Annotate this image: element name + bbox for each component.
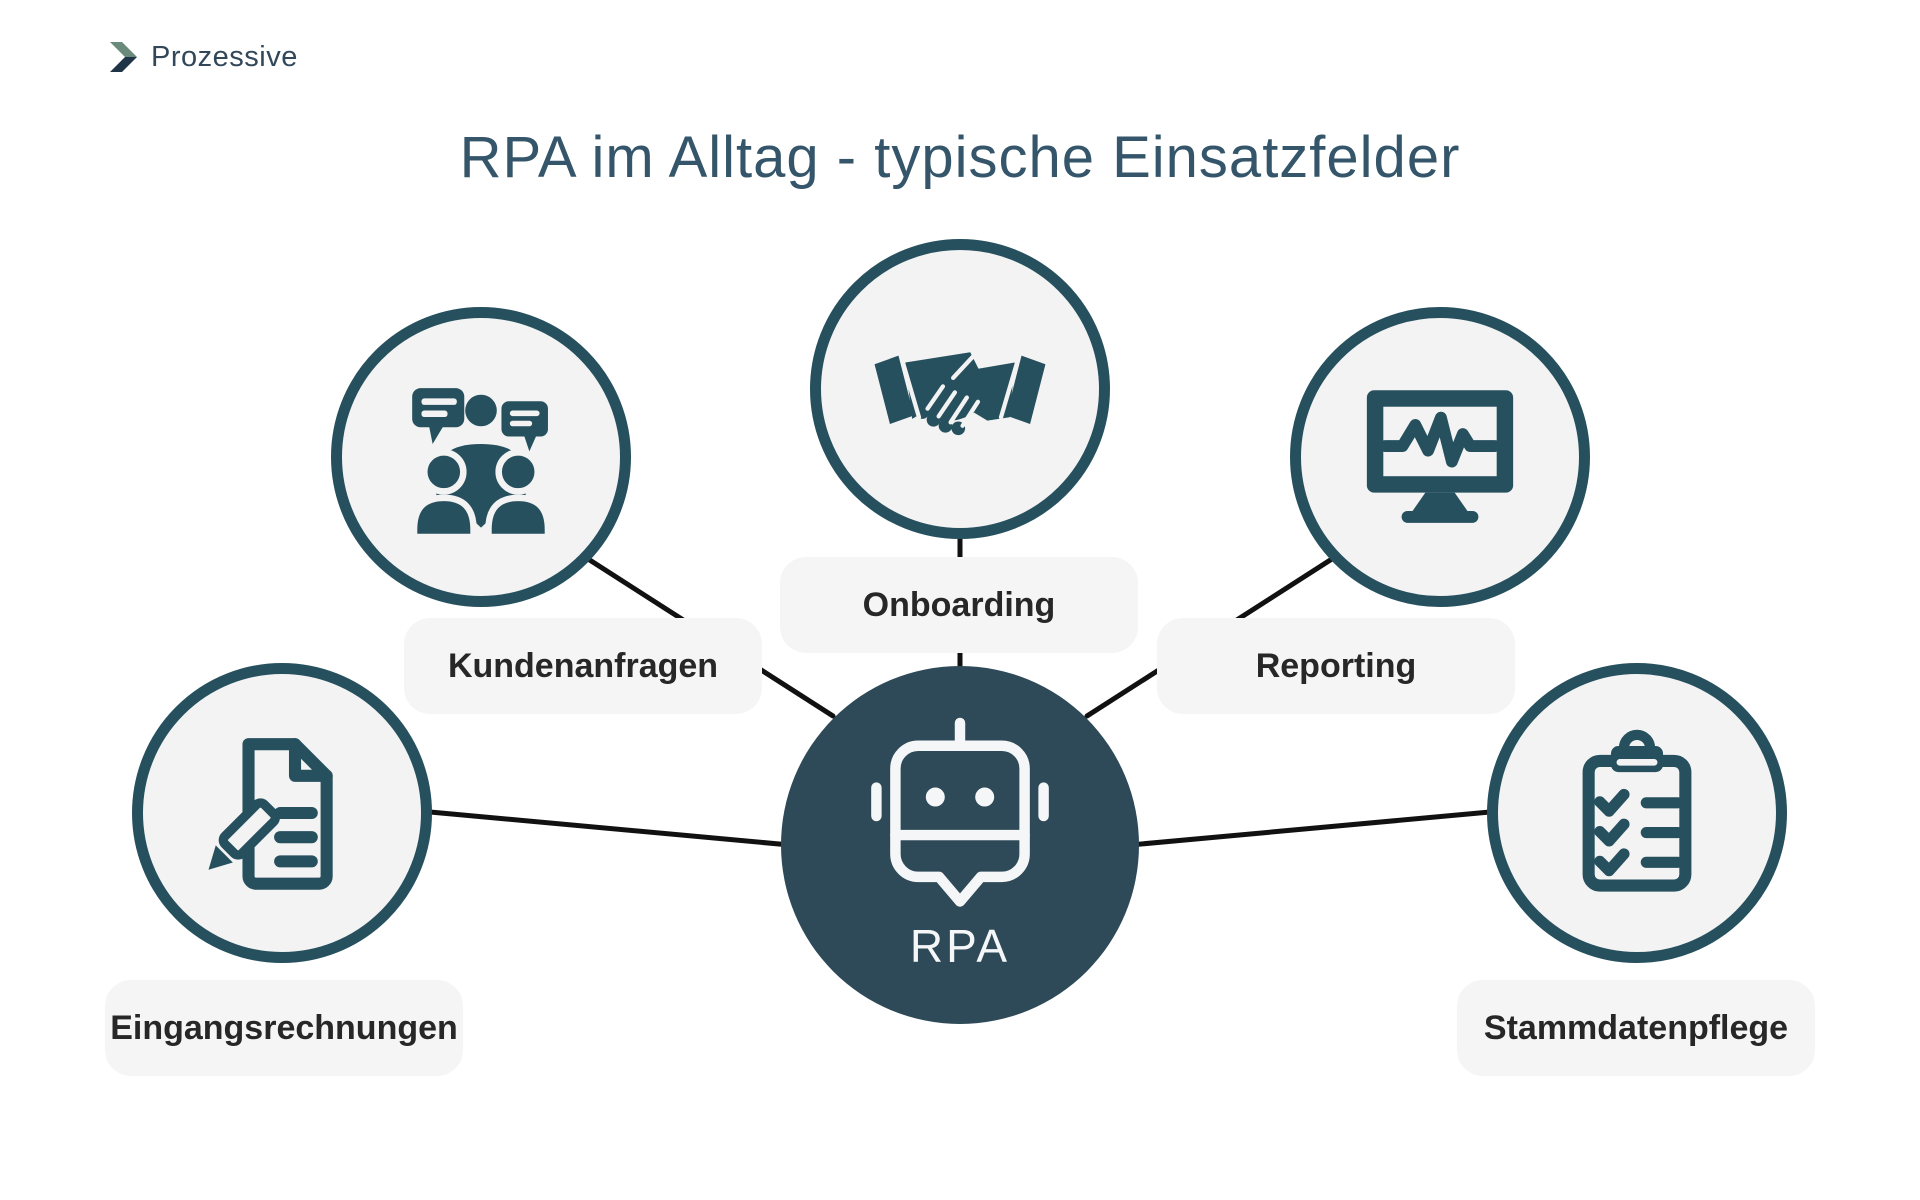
node-circle-eingangsrechnungen bbox=[132, 663, 432, 963]
brand-logo: Prozessive bbox=[106, 38, 298, 76]
node-circle-reporting bbox=[1290, 307, 1590, 607]
label-onboarding: Onboarding bbox=[780, 557, 1138, 653]
handshake-icon bbox=[874, 351, 1046, 436]
label-eingangsrechnungen: Eingangsrechnungen bbox=[105, 980, 463, 1076]
clipboard-checklist-icon bbox=[1582, 729, 1692, 892]
node-circle-kundenanfragen bbox=[331, 307, 631, 607]
node-circle-stammdatenpflege bbox=[1487, 663, 1787, 963]
monitor-pulse-icon bbox=[1366, 390, 1514, 523]
robot-icon bbox=[871, 717, 1049, 907]
page-title: RPA im Alltag - typische Einsatzfelder bbox=[459, 125, 1461, 190]
label-stammdatenpflege: Stammdatenpflege bbox=[1457, 980, 1815, 1076]
label-reporting: Reporting bbox=[1157, 618, 1515, 714]
connector-stammdatenpflege bbox=[1127, 809, 1493, 848]
node-circle-onboarding bbox=[810, 239, 1110, 539]
connector-eingangsrechnungen bbox=[427, 809, 793, 848]
invoice-pencil-icon bbox=[208, 738, 333, 890]
label-kundenanfragen: Kundenanfragen bbox=[404, 618, 762, 714]
chevron-right-icon bbox=[110, 42, 137, 72]
center-node-label: RPA bbox=[909, 920, 1011, 972]
center-node-rpa: RPA bbox=[781, 666, 1139, 1024]
brand-name: Prozessive bbox=[151, 40, 298, 73]
customer-discussion-icon bbox=[410, 388, 552, 541]
